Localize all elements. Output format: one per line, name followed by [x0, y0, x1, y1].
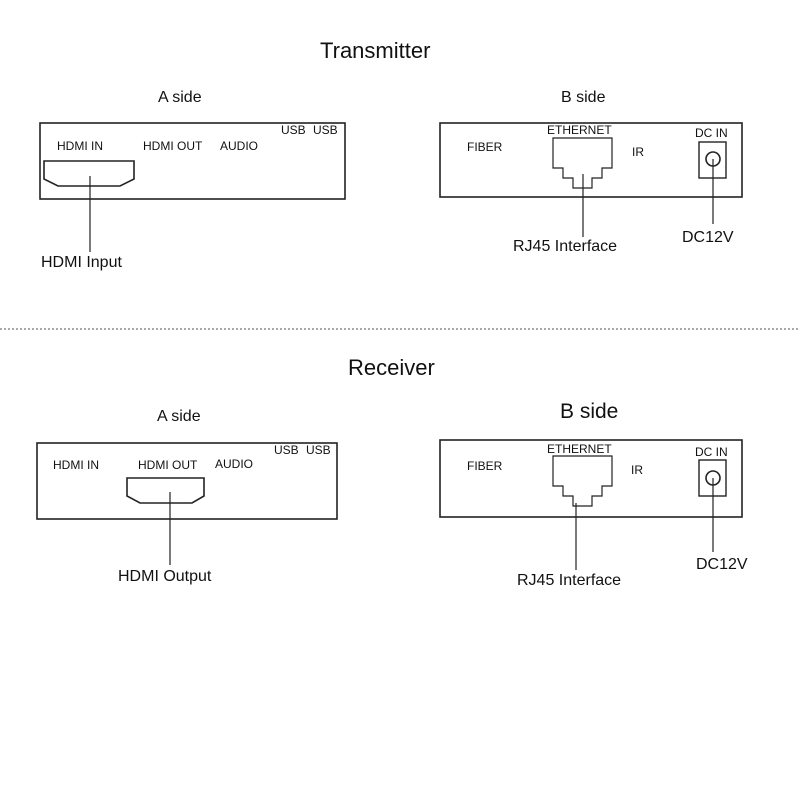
tx-usb2-label: USB: [313, 123, 338, 137]
tx-ethernet-label: ETHERNET: [547, 123, 612, 137]
transmitter-title: Transmitter: [320, 38, 431, 63]
tx-ir-label: IR: [632, 145, 644, 159]
rx-dc-in-label: DC IN: [695, 445, 728, 459]
rx-audio-label: AUDIO: [215, 457, 254, 471]
tx-b-panel: [439, 122, 743, 198]
tx-b-side-title: B side: [561, 89, 606, 106]
rx-usb2-label: USB: [306, 443, 331, 457]
receiver-title: Receiver: [348, 355, 435, 380]
tx-hdmi-out-label: HDMI OUT: [143, 139, 203, 153]
rx-ethernet-label: ETHERNET: [547, 442, 612, 456]
rx-dc12v-callout: DC12V: [696, 556, 748, 573]
rx-hdmi-output-callout: HDMI Output: [118, 568, 212, 585]
rx-ethernet-port-icon: [552, 455, 613, 507]
rx-hdmi-out-label: HDMI OUT: [138, 458, 198, 472]
tx-hdmi-input-callout: HDMI Input: [41, 254, 122, 271]
tx-ethernet-port-icon: [552, 137, 613, 189]
rx-b-side-title: B side: [560, 400, 619, 423]
rx-hdmi-in-label: HDMI IN: [53, 458, 99, 472]
tx-hdmi-in-label: HDMI IN: [57, 139, 103, 153]
tx-hdmi-in-port-icon: [43, 160, 135, 187]
tx-fiber-label: FIBER: [467, 140, 503, 154]
tx-rj45-callout: RJ45 Interface: [513, 238, 618, 255]
tx-dc12v-callout: DC12V: [682, 229, 734, 246]
tx-a-panel: [39, 122, 346, 200]
rx-rj45-callout: RJ45 Interface: [517, 572, 622, 589]
rx-a-panel: [36, 442, 338, 520]
tx-dc-in-label: DC IN: [695, 126, 728, 140]
rx-hdmi-out-port-icon: [126, 477, 205, 504]
tx-a-side-title: A side: [158, 89, 202, 106]
rx-ir-label: IR: [631, 463, 643, 477]
tx-audio-label: AUDIO: [220, 139, 259, 153]
rx-fiber-label: FIBER: [467, 459, 503, 473]
rx-b-panel: [439, 439, 743, 518]
rx-a-side-title: A side: [157, 408, 201, 425]
rx-usb1-label: USB: [274, 443, 299, 457]
tx-usb1-label: USB: [281, 123, 306, 137]
